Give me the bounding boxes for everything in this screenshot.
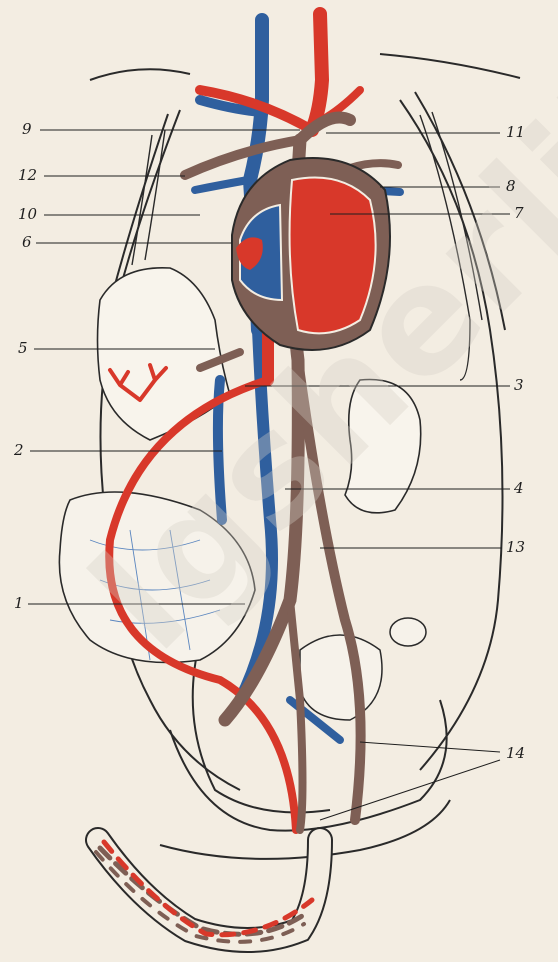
label-14: 14 [506, 746, 525, 761]
label-13: 13 [506, 540, 525, 555]
colon-stump [390, 618, 426, 646]
label-5: 5 [18, 341, 28, 356]
label-8: 8 [506, 179, 516, 194]
label-9: 9 [22, 122, 32, 137]
bladder [300, 635, 382, 720]
label-4: 4 [514, 481, 524, 496]
label-1: 1 [14, 596, 24, 611]
label-10: 10 [18, 207, 37, 222]
label-3: 3 [514, 378, 524, 393]
label-7: 7 [514, 206, 524, 221]
label-12: 12 [18, 168, 37, 183]
label-6: 6 [22, 235, 32, 250]
label-2: 2 [14, 443, 24, 458]
label-11: 11 [506, 125, 525, 140]
